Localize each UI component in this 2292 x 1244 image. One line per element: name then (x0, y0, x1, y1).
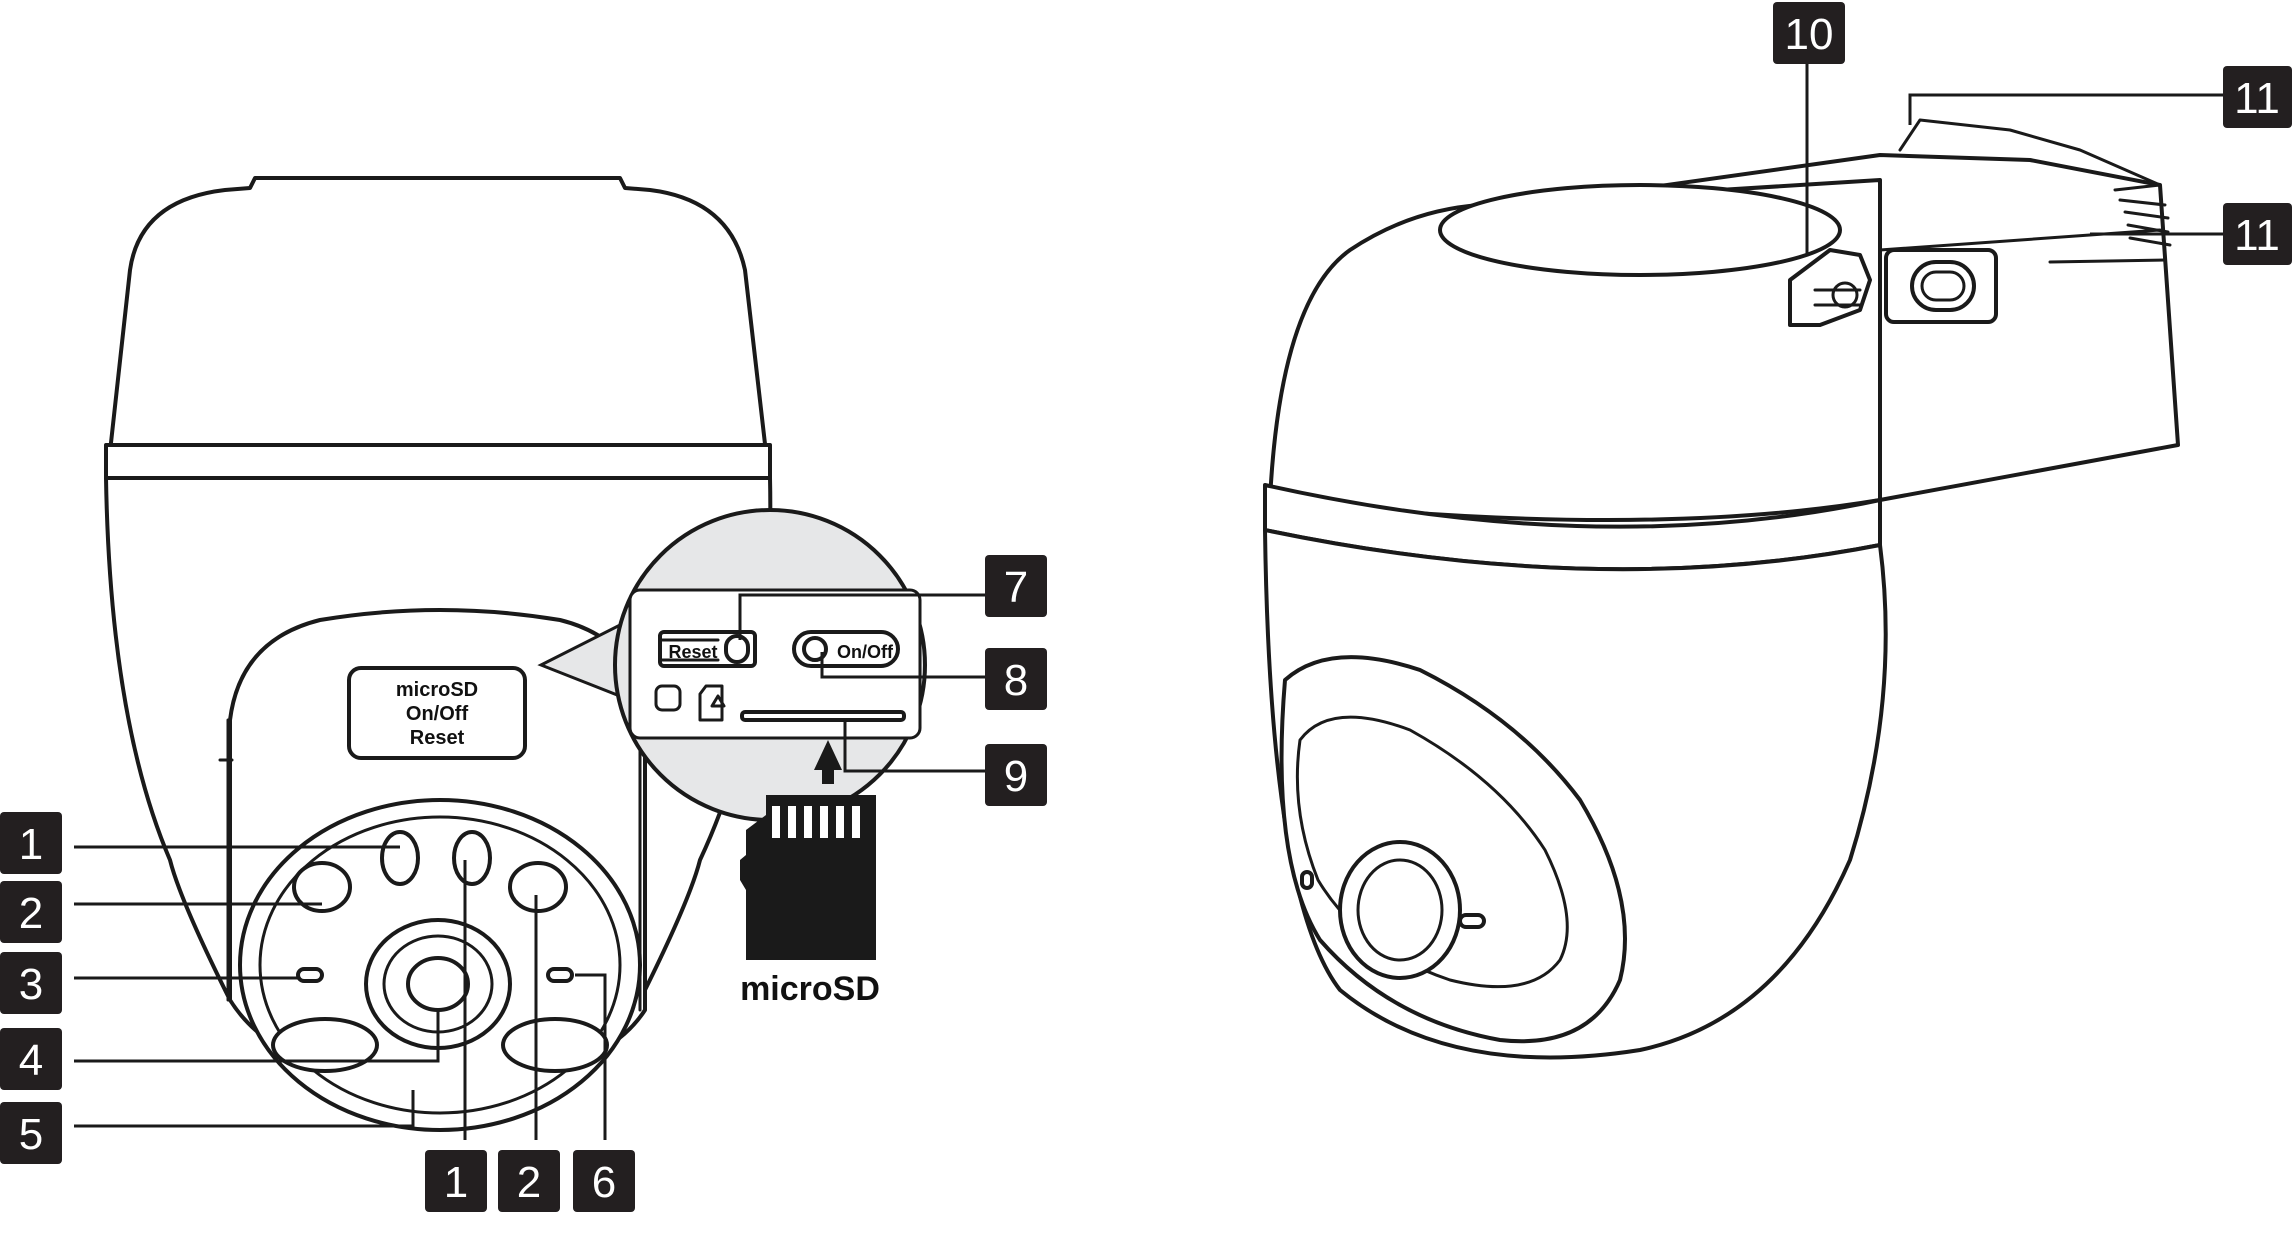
label-reset: Reset (410, 727, 465, 749)
lens-icon (406, 956, 470, 1012)
svg-text:3: 3 (19, 960, 43, 1009)
microsd-slot (740, 710, 906, 722)
callout-1-bottom: 1 (425, 1150, 487, 1212)
label-microsd: microSD (396, 679, 478, 701)
svg-text:1: 1 (444, 1158, 468, 1207)
power-switch-label: On/Off (837, 642, 894, 662)
microsd-card: microSD (740, 795, 880, 1008)
spotlight-left (292, 861, 352, 913)
callout-3: 3 (0, 952, 62, 1014)
callout-11-side: 11 (2223, 203, 2292, 265)
insert-arrow-icon (814, 740, 842, 784)
svg-text:6: 6 (592, 1158, 616, 1207)
callout-9: 9 (985, 744, 1047, 806)
svg-text:7: 7 (1004, 563, 1028, 612)
zoom-detail: Reset On/Off (537, 508, 927, 822)
label-onoff: On/Off (406, 703, 469, 725)
camera-band (104, 443, 772, 480)
sd-small-icon (698, 684, 724, 722)
svg-text:8: 8 (1004, 656, 1028, 705)
callout-8: 8 (985, 648, 1047, 710)
callout-5: 5 (0, 1102, 62, 1164)
callout-6: 6 (573, 1150, 635, 1212)
ir-led-left (380, 830, 420, 886)
mic-led (546, 967, 574, 983)
svg-text:2: 2 (517, 1158, 541, 1207)
callout-2-bottom: 2 (498, 1150, 560, 1212)
svg-text:5: 5 (19, 1110, 43, 1159)
light-sensor (296, 967, 324, 983)
callout-4: 4 (0, 1028, 62, 1090)
callout-2: 2 (0, 881, 62, 943)
svg-text:10: 10 (1785, 10, 1834, 59)
svg-text:4: 4 (19, 1036, 43, 1085)
callout-7: 7 (985, 555, 1047, 617)
microsd-caption: microSD (740, 970, 880, 1008)
callout-11-top: 11 (2223, 66, 2292, 128)
svg-text:11: 11 (2234, 211, 2280, 260)
spotlight-right (508, 861, 568, 913)
ir-led-right (452, 830, 492, 886)
callout-1: 1 (0, 812, 62, 874)
angled-view-camera (1263, 118, 2180, 1060)
svg-text:2: 2 (19, 889, 43, 938)
top-recess (1438, 183, 1842, 277)
reset-button-label: Reset (668, 642, 717, 662)
label-plate (347, 666, 527, 760)
callout-10: 10 (1773, 2, 1845, 64)
camera-small-icon (654, 684, 682, 712)
camera-top-cap (106, 176, 770, 472)
front-view-camera: microSD On/Off Reset (104, 176, 773, 1132)
svg-text:9: 9 (1004, 752, 1028, 801)
svg-text:11: 11 (2234, 74, 2280, 123)
svg-text:1: 1 (19, 820, 43, 869)
